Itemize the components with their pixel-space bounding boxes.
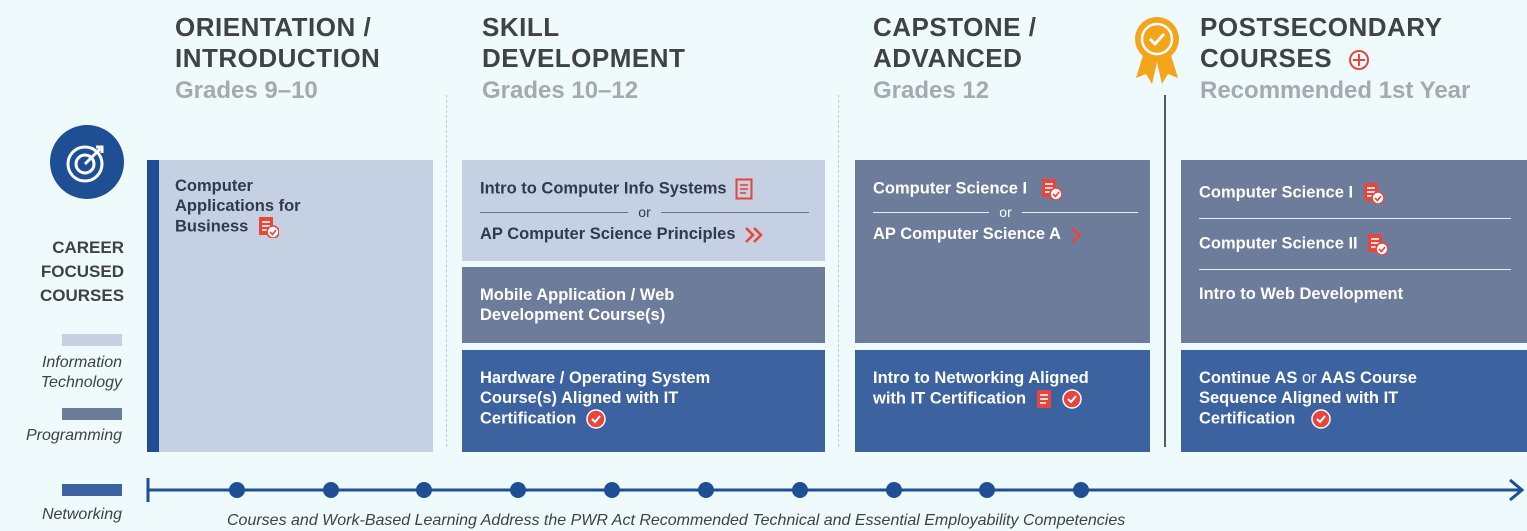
timeline-dot	[792, 482, 808, 498]
timeline-dot	[229, 482, 245, 498]
double-chevron-right-icon	[745, 226, 763, 243]
timeline-dot	[510, 482, 526, 498]
course-box-orientation: Computer Applications for Business	[159, 160, 433, 452]
timeline-dot	[979, 482, 995, 498]
timeline-caption: Courses and Work-Based Learning Address …	[227, 512, 1126, 529]
stage-title: POSTSECONDARY COURSES	[1200, 12, 1443, 73]
separator-line	[1199, 269, 1511, 270]
legend-label-programming: Programming	[25, 427, 122, 444]
timeline-arrow	[146, 478, 1525, 502]
stage-title: CAPSTONE /ADVANCED	[873, 12, 1037, 73]
course-box-skill-programming: Mobile Application / Web Development Cou…	[462, 267, 825, 343]
target-icon	[50, 125, 124, 199]
timeline-dot	[886, 482, 902, 498]
course-box-post-programming: Computer Science I Computer Science II I…	[1181, 160, 1527, 343]
stage-title: ORIENTATION /INTRODUCTION	[175, 12, 381, 73]
check-badge-icon	[586, 409, 606, 429]
stage-header-postsecondary: POSTSECONDARY COURSES Recommended 1st Ye…	[1200, 12, 1470, 106]
or-separator: or	[480, 202, 810, 222]
chevron-right-icon	[1071, 226, 1082, 243]
legend-swatch-programming	[62, 408, 122, 420]
career-path-bar	[147, 160, 159, 452]
timeline-dot	[323, 482, 339, 498]
document-icon	[735, 178, 753, 200]
stage-grades: Grades 12	[873, 77, 990, 104]
document-icon	[1036, 390, 1051, 408]
stage-grades: Grades 9–10	[175, 77, 318, 104]
separator-line	[1199, 218, 1511, 219]
course-box-capstone-networking: Intro to Networking Aligned with IT Cert…	[855, 350, 1150, 452]
stage-header-capstone: CAPSTONE /ADVANCED Grades 12	[873, 12, 1036, 106]
or-separator: or	[873, 202, 1139, 222]
legend-swatch-networking	[62, 484, 122, 496]
stage-grades: Recommended 1st Year	[1200, 77, 1471, 104]
course-box-skill-networking: Hardware / Operating System Course(s) Al…	[462, 350, 825, 452]
legend-swatch-it	[62, 334, 122, 346]
legend-label-networking: Networking	[41, 506, 122, 523]
timeline-dot	[1073, 482, 1089, 498]
document-check-icon	[1363, 183, 1384, 204]
document-check-icon	[1368, 234, 1389, 255]
sidebar-title: CAREER FOCUSED COURSES	[40, 238, 125, 305]
course-box-capstone-programming: Computer Science I or AP Computer Scienc…	[855, 160, 1150, 343]
award-ribbon-icon	[1135, 17, 1179, 84]
timeline-dot	[698, 482, 714, 498]
plus-circle-icon	[1348, 50, 1369, 71]
stage-divider	[838, 95, 839, 447]
timeline-dot	[416, 482, 432, 498]
timeline-dot	[604, 482, 620, 498]
document-check-icon	[1041, 179, 1062, 200]
stage-grades: Grades 10–12	[482, 77, 639, 104]
stage-header-orientation: ORIENTATION /INTRODUCTION Grades 9–10	[175, 12, 380, 106]
document-check-icon	[258, 217, 279, 238]
stage-divider	[446, 95, 447, 447]
check-badge-icon	[1062, 389, 1083, 409]
course-box-skill-it: Intro to Computer Info Systems or AP Com…	[462, 160, 825, 261]
postsecondary-divider	[1164, 95, 1166, 447]
course-box-post-networking: Continue AS or AAS Course Sequence Align…	[1181, 350, 1527, 452]
check-badge-icon	[1311, 409, 1331, 429]
